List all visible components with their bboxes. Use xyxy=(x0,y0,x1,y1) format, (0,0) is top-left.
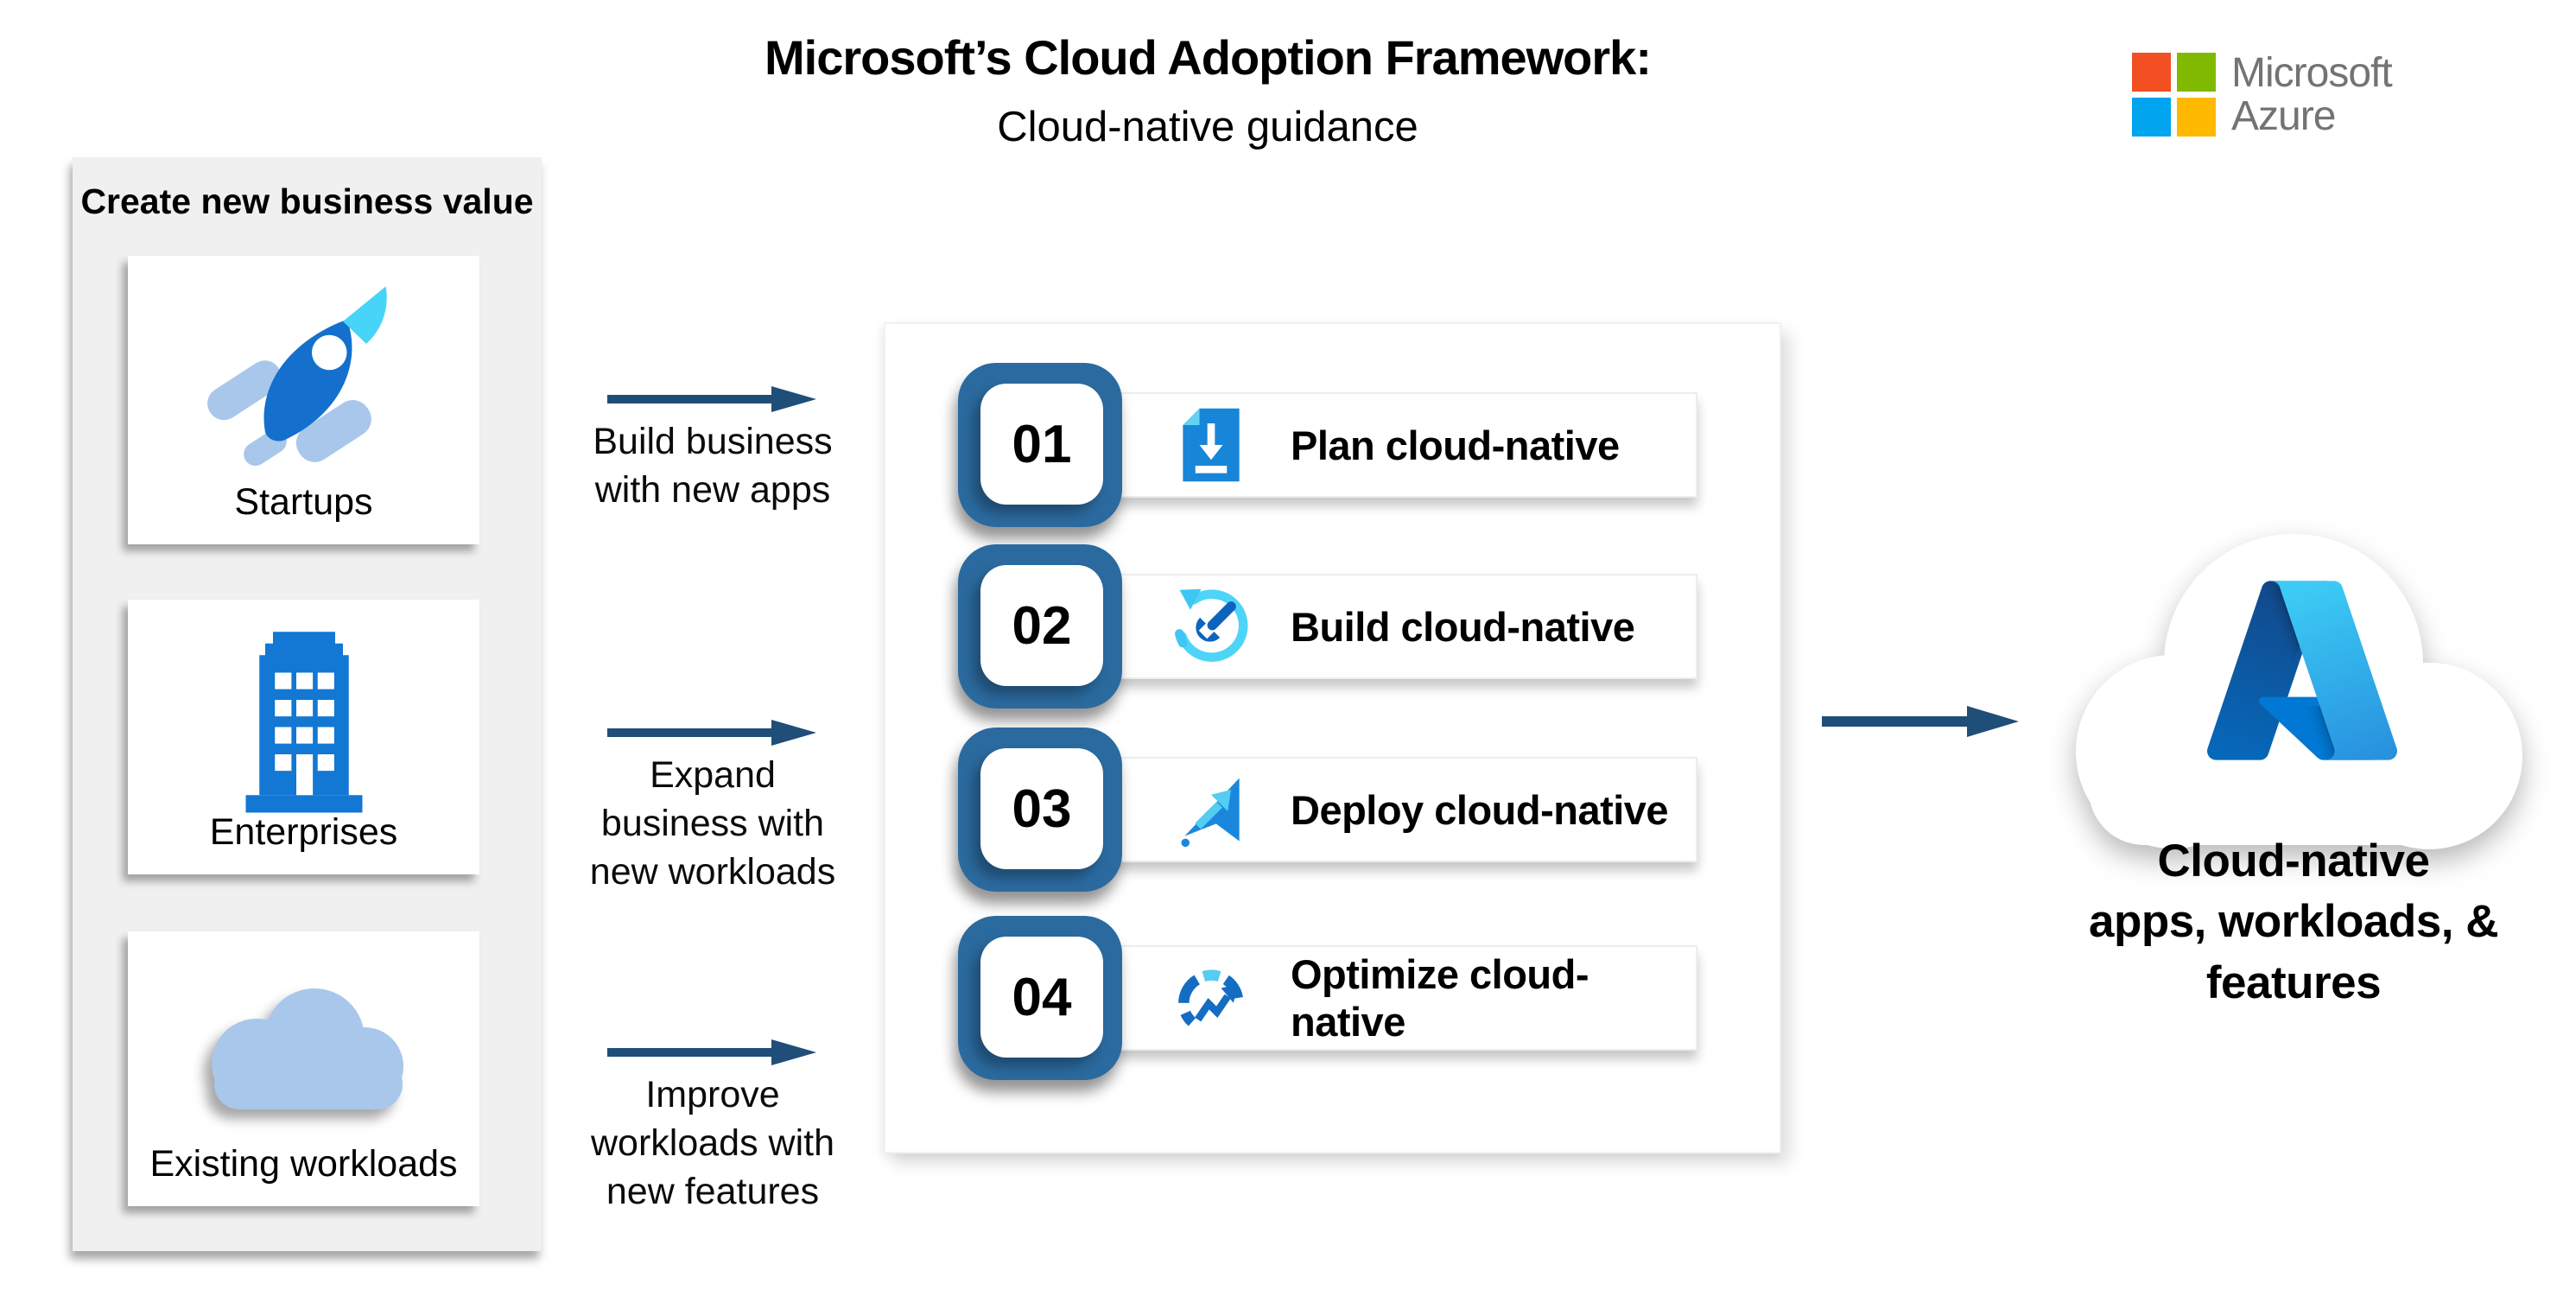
microsoft-azure-logo: Microsoft Azure xyxy=(2132,50,2393,139)
card-existing-workloads: Existing workloads xyxy=(128,931,479,1206)
title-line-2: Cloud-native guidance xyxy=(997,104,1418,150)
ms-square-red xyxy=(2132,53,2171,92)
microsoft-logo-icon xyxy=(2132,53,2216,137)
flow-expand-business: Expand business with new workloads xyxy=(527,717,898,897)
flow-label: Build business with new apps xyxy=(593,421,833,511)
ms-square-blue xyxy=(2132,98,2171,137)
step-bar: Build cloud-native xyxy=(1019,574,1697,679)
output-arrow-icon xyxy=(1822,706,2019,737)
step-number-tile: 01 xyxy=(958,363,1122,527)
output-caption: Cloud-native apps, workloads, & features xyxy=(2088,836,2499,1008)
card-enterprises: Enterprises xyxy=(128,600,479,874)
flow-label: Improve workloads with new features xyxy=(591,1074,834,1212)
flow-build-business: Build business with new apps xyxy=(527,384,898,515)
page-title: Microsoft’s Cloud Adoption Framework: Cl… xyxy=(511,29,1905,151)
step-optimize: Optimize cloud-native 04 xyxy=(0,916,2576,1099)
card-startups: Startups xyxy=(128,256,479,544)
step-bar: Optimize cloud-native xyxy=(1019,945,1697,1051)
panel-header: Create new business value xyxy=(80,181,534,221)
step-number: 01 xyxy=(980,384,1103,505)
step-label: Build cloud-native xyxy=(1291,603,1635,650)
brand-line-2: Azure xyxy=(2231,92,2336,139)
document-download-icon xyxy=(1183,408,1240,482)
step-bar: Deploy cloud-native xyxy=(1019,757,1697,862)
right-arrow-icon xyxy=(607,386,816,412)
right-arrow-icon xyxy=(607,1039,816,1065)
deploy-arrow-icon xyxy=(1181,778,1240,848)
wrench-refresh-icon xyxy=(1174,588,1248,662)
card-label-enterprises: Enterprises xyxy=(209,811,398,853)
step-bar: Plan cloud-native xyxy=(1019,392,1697,498)
building-icon xyxy=(245,632,362,813)
rocket-icon xyxy=(206,286,387,467)
gauge-trend-icon xyxy=(1178,969,1243,1026)
ms-square-green xyxy=(2177,53,2216,92)
step-label: Deploy cloud-native xyxy=(1291,786,1669,833)
step-deploy: Deploy cloud-native 03 xyxy=(0,728,2576,911)
card-label-startups: Startups xyxy=(234,481,373,523)
flow-label: Expand business with new workloads xyxy=(589,754,836,893)
step-number-tile: 02 xyxy=(958,544,1122,709)
right-arrow-icon xyxy=(607,720,816,746)
step-number-tile: 04 xyxy=(958,916,1122,1080)
step-plan: Plan cloud-native 01 xyxy=(0,363,2576,546)
create-business-value-panel: Create new business value Startups xyxy=(73,157,542,1251)
step-number: 04 xyxy=(980,937,1103,1058)
step-number: 03 xyxy=(980,748,1103,869)
step-number: 02 xyxy=(980,565,1103,686)
title-line-1: Microsoft’s Cloud Adoption Framework: xyxy=(765,30,1652,85)
step-label: Optimize cloud-native xyxy=(1291,951,1589,1045)
flow-improve-workloads: Improve workloads with new features xyxy=(527,1037,898,1217)
brand-line-1: Microsoft xyxy=(2231,50,2393,96)
azure-cloud-output xyxy=(2030,517,2557,897)
ms-square-yellow xyxy=(2177,98,2216,137)
brand-wordmark: Microsoft Azure xyxy=(2231,50,2393,139)
azure-logo-icon xyxy=(2207,581,2397,760)
card-label-existing-workloads: Existing workloads xyxy=(149,1143,458,1185)
cloud-icon xyxy=(211,988,403,1109)
step-build: Build cloud-native 02 xyxy=(0,544,2576,728)
step-label: Plan cloud-native xyxy=(1291,422,1620,468)
step-number-tile: 03 xyxy=(958,728,1122,892)
